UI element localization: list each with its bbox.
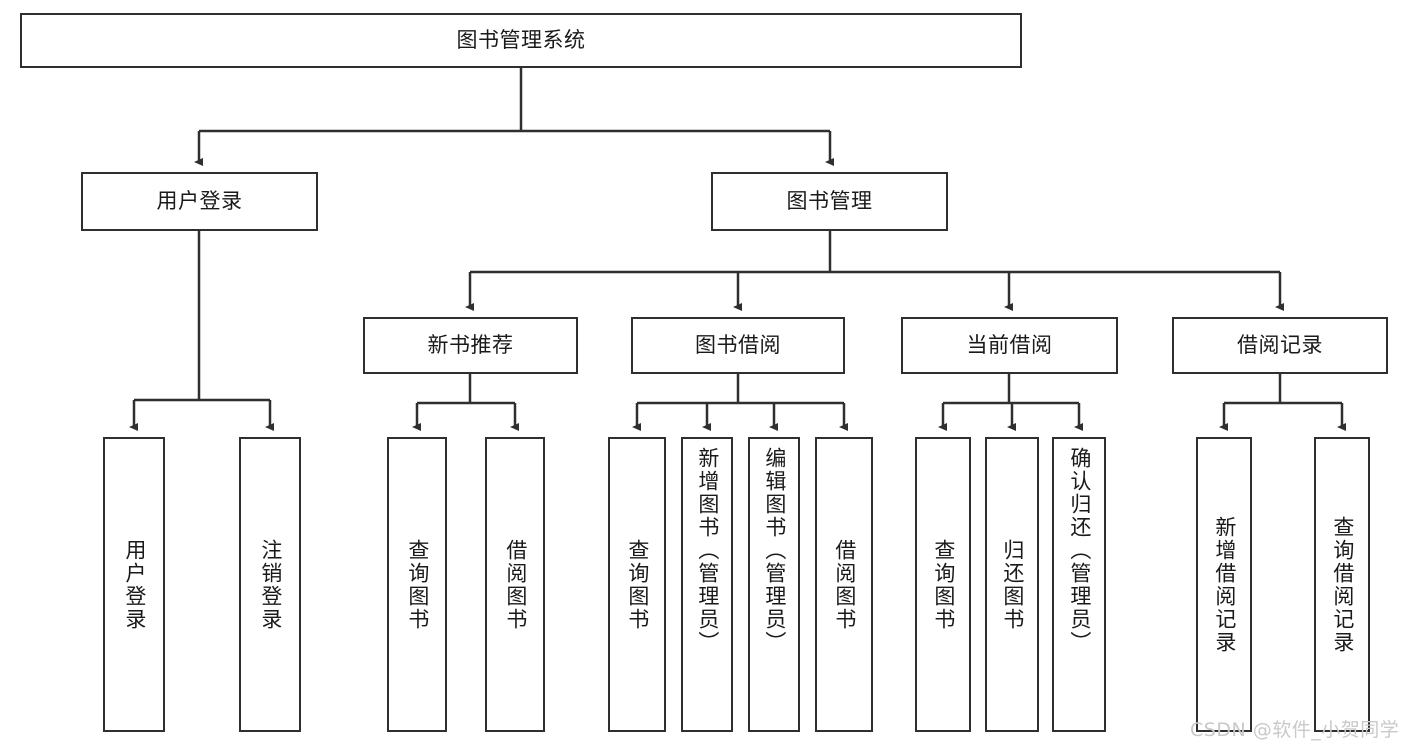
node-current-borrow[interactable]: 当前借阅 [901, 317, 1118, 374]
node-leaf-user-logout-label: 注销登录 [258, 538, 283, 631]
node-new-book-recommend[interactable]: 新书推荐 [363, 317, 578, 374]
node-leaf-edit-book-label: 编辑图书（管理员） [762, 447, 787, 654]
node-leaf-add-book[interactable]: 新增图书（管理员） [681, 437, 733, 732]
node-borrow-record[interactable]: 借阅记录 [1172, 317, 1388, 374]
node-leaf-user-login[interactable]: 用户登录 [103, 437, 165, 732]
node-leaf-borrow-book-1[interactable]: 借阅图书 [485, 437, 545, 732]
node-current-borrow-label: 当前借阅 [966, 333, 1053, 358]
node-leaf-return-book-label: 归还图书 [1000, 538, 1025, 631]
node-leaf-user-logout[interactable]: 注销登录 [239, 437, 301, 732]
node-leaf-query-book-1-label: 查询图书 [405, 538, 430, 631]
node-leaf-user-login-label: 用户登录 [122, 538, 147, 631]
node-leaf-borrow-book-2[interactable]: 借阅图书 [815, 437, 873, 732]
node-leaf-query-book-2[interactable]: 查询图书 [608, 437, 666, 732]
node-book-manage-label: 图书管理 [786, 189, 873, 214]
node-leaf-add-book-label: 新增图书（管理员） [695, 447, 720, 654]
node-leaf-add-record[interactable]: 新增借阅记录 [1196, 437, 1252, 732]
node-leaf-query-book-1[interactable]: 查询图书 [387, 437, 447, 732]
node-leaf-return-book[interactable]: 归还图书 [985, 437, 1039, 732]
node-book-borrow-label: 图书借阅 [695, 333, 781, 358]
node-root[interactable]: 图书管理系统 [20, 13, 1022, 68]
node-user-login[interactable]: 用户登录 [81, 172, 318, 231]
node-leaf-query-record[interactable]: 查询借阅记录 [1314, 437, 1370, 732]
node-new-book-recommend-label: 新书推荐 [427, 333, 514, 358]
node-leaf-edit-book[interactable]: 编辑图书（管理员） [748, 437, 800, 732]
node-leaf-add-record-label: 新增借阅记录 [1212, 515, 1237, 654]
node-book-borrow[interactable]: 图书借阅 [631, 317, 845, 374]
node-root-label: 图书管理系统 [456, 28, 586, 53]
node-leaf-query-book-3[interactable]: 查询图书 [915, 437, 971, 732]
node-leaf-borrow-book-1-label: 借阅图书 [503, 538, 528, 631]
node-user-login-label: 用户登录 [156, 189, 243, 214]
node-book-manage[interactable]: 图书管理 [711, 172, 948, 231]
node-leaf-confirm-return[interactable]: 确认归还（管理员） [1052, 437, 1106, 732]
node-borrow-record-label: 借阅记录 [1237, 333, 1323, 358]
node-leaf-query-record-label: 查询借阅记录 [1330, 515, 1355, 654]
node-leaf-borrow-book-2-label: 借阅图书 [832, 538, 857, 631]
node-leaf-query-book-2-label: 查询图书 [625, 538, 650, 631]
node-leaf-confirm-return-label: 确认归还（管理员） [1067, 447, 1092, 654]
node-leaf-query-book-3-label: 查询图书 [931, 538, 956, 631]
